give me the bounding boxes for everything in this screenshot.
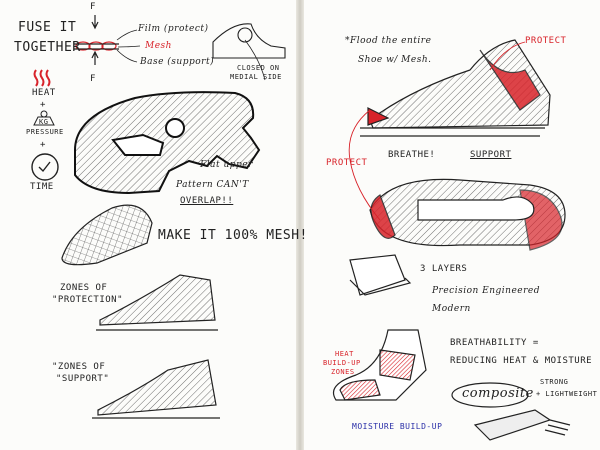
layers-sketch bbox=[349, 254, 412, 296]
closed-note-2: MEDIAL SIDE bbox=[230, 73, 282, 81]
heat-label: HEAT bbox=[32, 88, 56, 98]
heat-zones-2: BUILD-UP bbox=[323, 359, 361, 367]
top-shoe-sketch bbox=[360, 39, 551, 137]
zones-support-2: "SUPPORT" bbox=[56, 374, 110, 384]
pattern-note-1: Pattern CAN'T bbox=[176, 180, 249, 190]
plus-1: + bbox=[40, 100, 46, 110]
layer-mesh-label: Mesh bbox=[145, 41, 172, 51]
zones-protection-2: "PROTECTION" bbox=[52, 295, 124, 305]
force-bottom-label: F bbox=[90, 74, 96, 84]
layer-diagram bbox=[74, 15, 141, 65]
support-label: SUPPORT bbox=[470, 150, 512, 160]
closed-note-1: CLOSED ON bbox=[237, 64, 280, 72]
side-shoe-sketch bbox=[212, 23, 286, 81]
heat-zones-3: ZONES bbox=[331, 368, 355, 376]
strong-2: + LIGHTWEIGHT bbox=[536, 390, 598, 398]
flat-upper-pattern bbox=[74, 91, 261, 195]
foot-sketch bbox=[332, 329, 427, 401]
pattern-note-2: OVERLAP!! bbox=[180, 196, 234, 206]
mesh-shoe-sketch bbox=[61, 204, 153, 266]
book-gutter bbox=[296, 0, 304, 450]
protection-shoe-sketch bbox=[96, 274, 218, 331]
force-top-label: F bbox=[90, 2, 96, 12]
flat-upper-label: Flat upper bbox=[200, 160, 253, 170]
mesh-note: MAKE IT 100% MESH! bbox=[158, 228, 308, 243]
fuse-title-1: FUSE IT bbox=[18, 20, 77, 35]
breathability-2: REDUCING HEAT & MOISTURE bbox=[450, 356, 593, 366]
layer-base-label: Base (support) bbox=[140, 57, 215, 67]
flood-note-2: Shoe w/ Mesh. bbox=[358, 55, 432, 65]
protect-top-label: PROTECT bbox=[525, 36, 567, 46]
composite-label: composite bbox=[462, 386, 534, 401]
fuse-title-2: TOGETHER bbox=[14, 40, 81, 55]
time-label: TIME bbox=[30, 182, 54, 192]
moisture-label: MOISTURE BUILD-UP bbox=[352, 422, 443, 431]
heat-icon bbox=[33, 69, 51, 87]
precision-1: Precision Engineered bbox=[432, 286, 541, 296]
layers-label: 3 LAYERS bbox=[420, 264, 468, 274]
weight-icon bbox=[33, 110, 55, 126]
sole-sketch bbox=[369, 178, 566, 251]
flood-note-1: *Flood the entire bbox=[345, 36, 432, 46]
red-callout-lines bbox=[348, 41, 526, 221]
protect-left-label: PROTECT bbox=[326, 158, 368, 168]
zones-protection-1: ZONES OF bbox=[60, 283, 108, 293]
plus-2: + bbox=[40, 140, 46, 150]
strong-1: STRONG bbox=[540, 378, 569, 386]
layer-film-label: Film (protect) bbox=[138, 24, 209, 34]
weight-label: KG bbox=[39, 118, 49, 126]
breathability-1: BREATHABILITY = bbox=[450, 338, 539, 348]
zones-support-1: "ZONES OF bbox=[52, 362, 106, 372]
support-shoe-sketch bbox=[92, 359, 220, 419]
clock-icon bbox=[31, 153, 59, 181]
breathe-label: BREATHE! bbox=[388, 150, 436, 160]
precision-2: Modern bbox=[432, 304, 471, 314]
heat-zones-1: HEAT bbox=[335, 350, 354, 358]
composite-sketch bbox=[451, 382, 571, 441]
pressure-label: PRESSURE bbox=[26, 128, 64, 136]
